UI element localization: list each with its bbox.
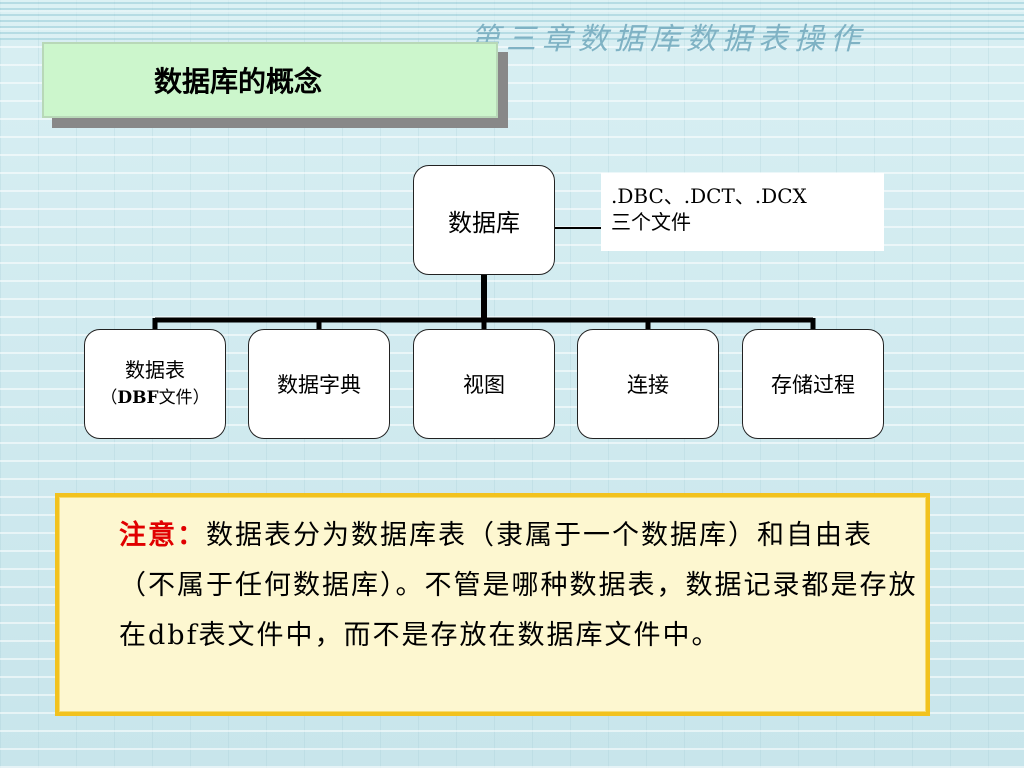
node-view: 视图	[413, 329, 555, 439]
slide-title: 数据库的概念	[154, 65, 323, 98]
chapter-title: 第三章数据库数据表操作	[470, 22, 866, 57]
note-box: 注意：数据表分为数据库表（隶属于一个数据库）和自由表（不属于任何数据库）。不管是…	[55, 493, 930, 716]
node-stored-procedure: 存储过程	[742, 329, 884, 439]
node-data-table-label: 数据表	[125, 358, 185, 382]
callout-line-2: 三个文件	[611, 210, 691, 234]
slide-title-box: 数据库的概念	[42, 42, 498, 118]
node-data-table-sub: （DBF文件）	[100, 384, 209, 412]
node-database-label: 数据库	[448, 208, 520, 237]
note-body: 数据表分为数据库表（隶属于一个数据库）和自由表（不属于任何数据库）。不管是哪种数…	[119, 520, 918, 651]
header-stripes	[0, 0, 1024, 40]
sub-bold: DBF	[117, 388, 159, 408]
database-files-callout: .DBC、.DCT、.DCX 三个文件	[601, 173, 884, 251]
callout-line-1: .DBC、.DCT、.DCX	[611, 184, 807, 208]
node-database: 数据库	[413, 165, 555, 275]
node-connection-label: 连接	[627, 373, 669, 397]
node-view-label: 视图	[463, 373, 505, 397]
node-connection: 连接	[577, 329, 719, 439]
node-data-dictionary: 数据字典	[248, 329, 390, 439]
node-data-table: 数据表 （DBF文件）	[84, 329, 226, 439]
note-text-block: 注意：数据表分为数据库表（隶属于一个数据库）和自由表（不属于任何数据库）。不管是…	[119, 511, 919, 661]
node-data-dictionary-label: 数据字典	[277, 373, 361, 397]
node-stored-procedure-label: 存储过程	[771, 373, 855, 397]
sub-rest: 文件）	[158, 388, 210, 408]
note-label: 注意：	[119, 520, 206, 551]
sub-open: （	[100, 388, 118, 408]
